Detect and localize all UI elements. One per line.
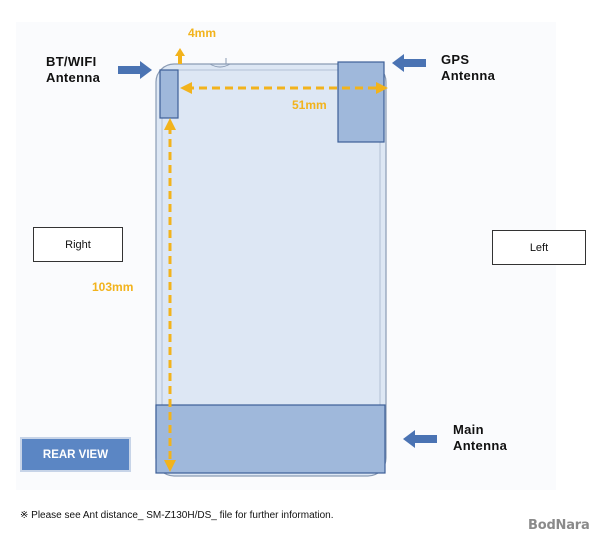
main-label-line2: Antenna (453, 438, 508, 453)
bt-wifi-label-line1: BT/WIFI (46, 54, 97, 69)
footnote: ※ Please see Ant distance_ SM-Z130H/DS_ … (20, 510, 334, 521)
side-box-right: Right (33, 227, 123, 262)
dimension-lines (168, 86, 382, 466)
side-box-left: Left (492, 230, 586, 265)
main-antenna-label: Main Antenna (453, 422, 507, 454)
gps-label-line1: GPS (441, 52, 470, 67)
height-measurement: 103mm (92, 280, 134, 294)
bt-wifi-arrow (118, 61, 152, 79)
watermark-logo: BodNara (528, 518, 590, 533)
gps-arrow (392, 54, 426, 72)
camera-notch (209, 63, 231, 68)
gps-label: GPS Antenna (441, 52, 495, 84)
main-label-line1: Main (453, 422, 484, 437)
bt-wifi-label: BT/WIFI Antenna (46, 54, 100, 86)
main-antenna-area (155, 404, 386, 474)
top-measurement: 4mm (188, 26, 217, 40)
phone-body (155, 63, 387, 477)
bt-wifi-antenna-area (159, 69, 179, 119)
main-arrow (403, 430, 437, 448)
gps-antenna-area (337, 61, 385, 143)
gps-label-line2: Antenna (441, 68, 496, 83)
width-measurement: 51mm (292, 98, 327, 112)
dimension-arrowheads (164, 48, 388, 472)
bt-wifi-label-line2: Antenna (46, 70, 101, 85)
rear-view-badge: REAR VIEW (20, 437, 131, 472)
